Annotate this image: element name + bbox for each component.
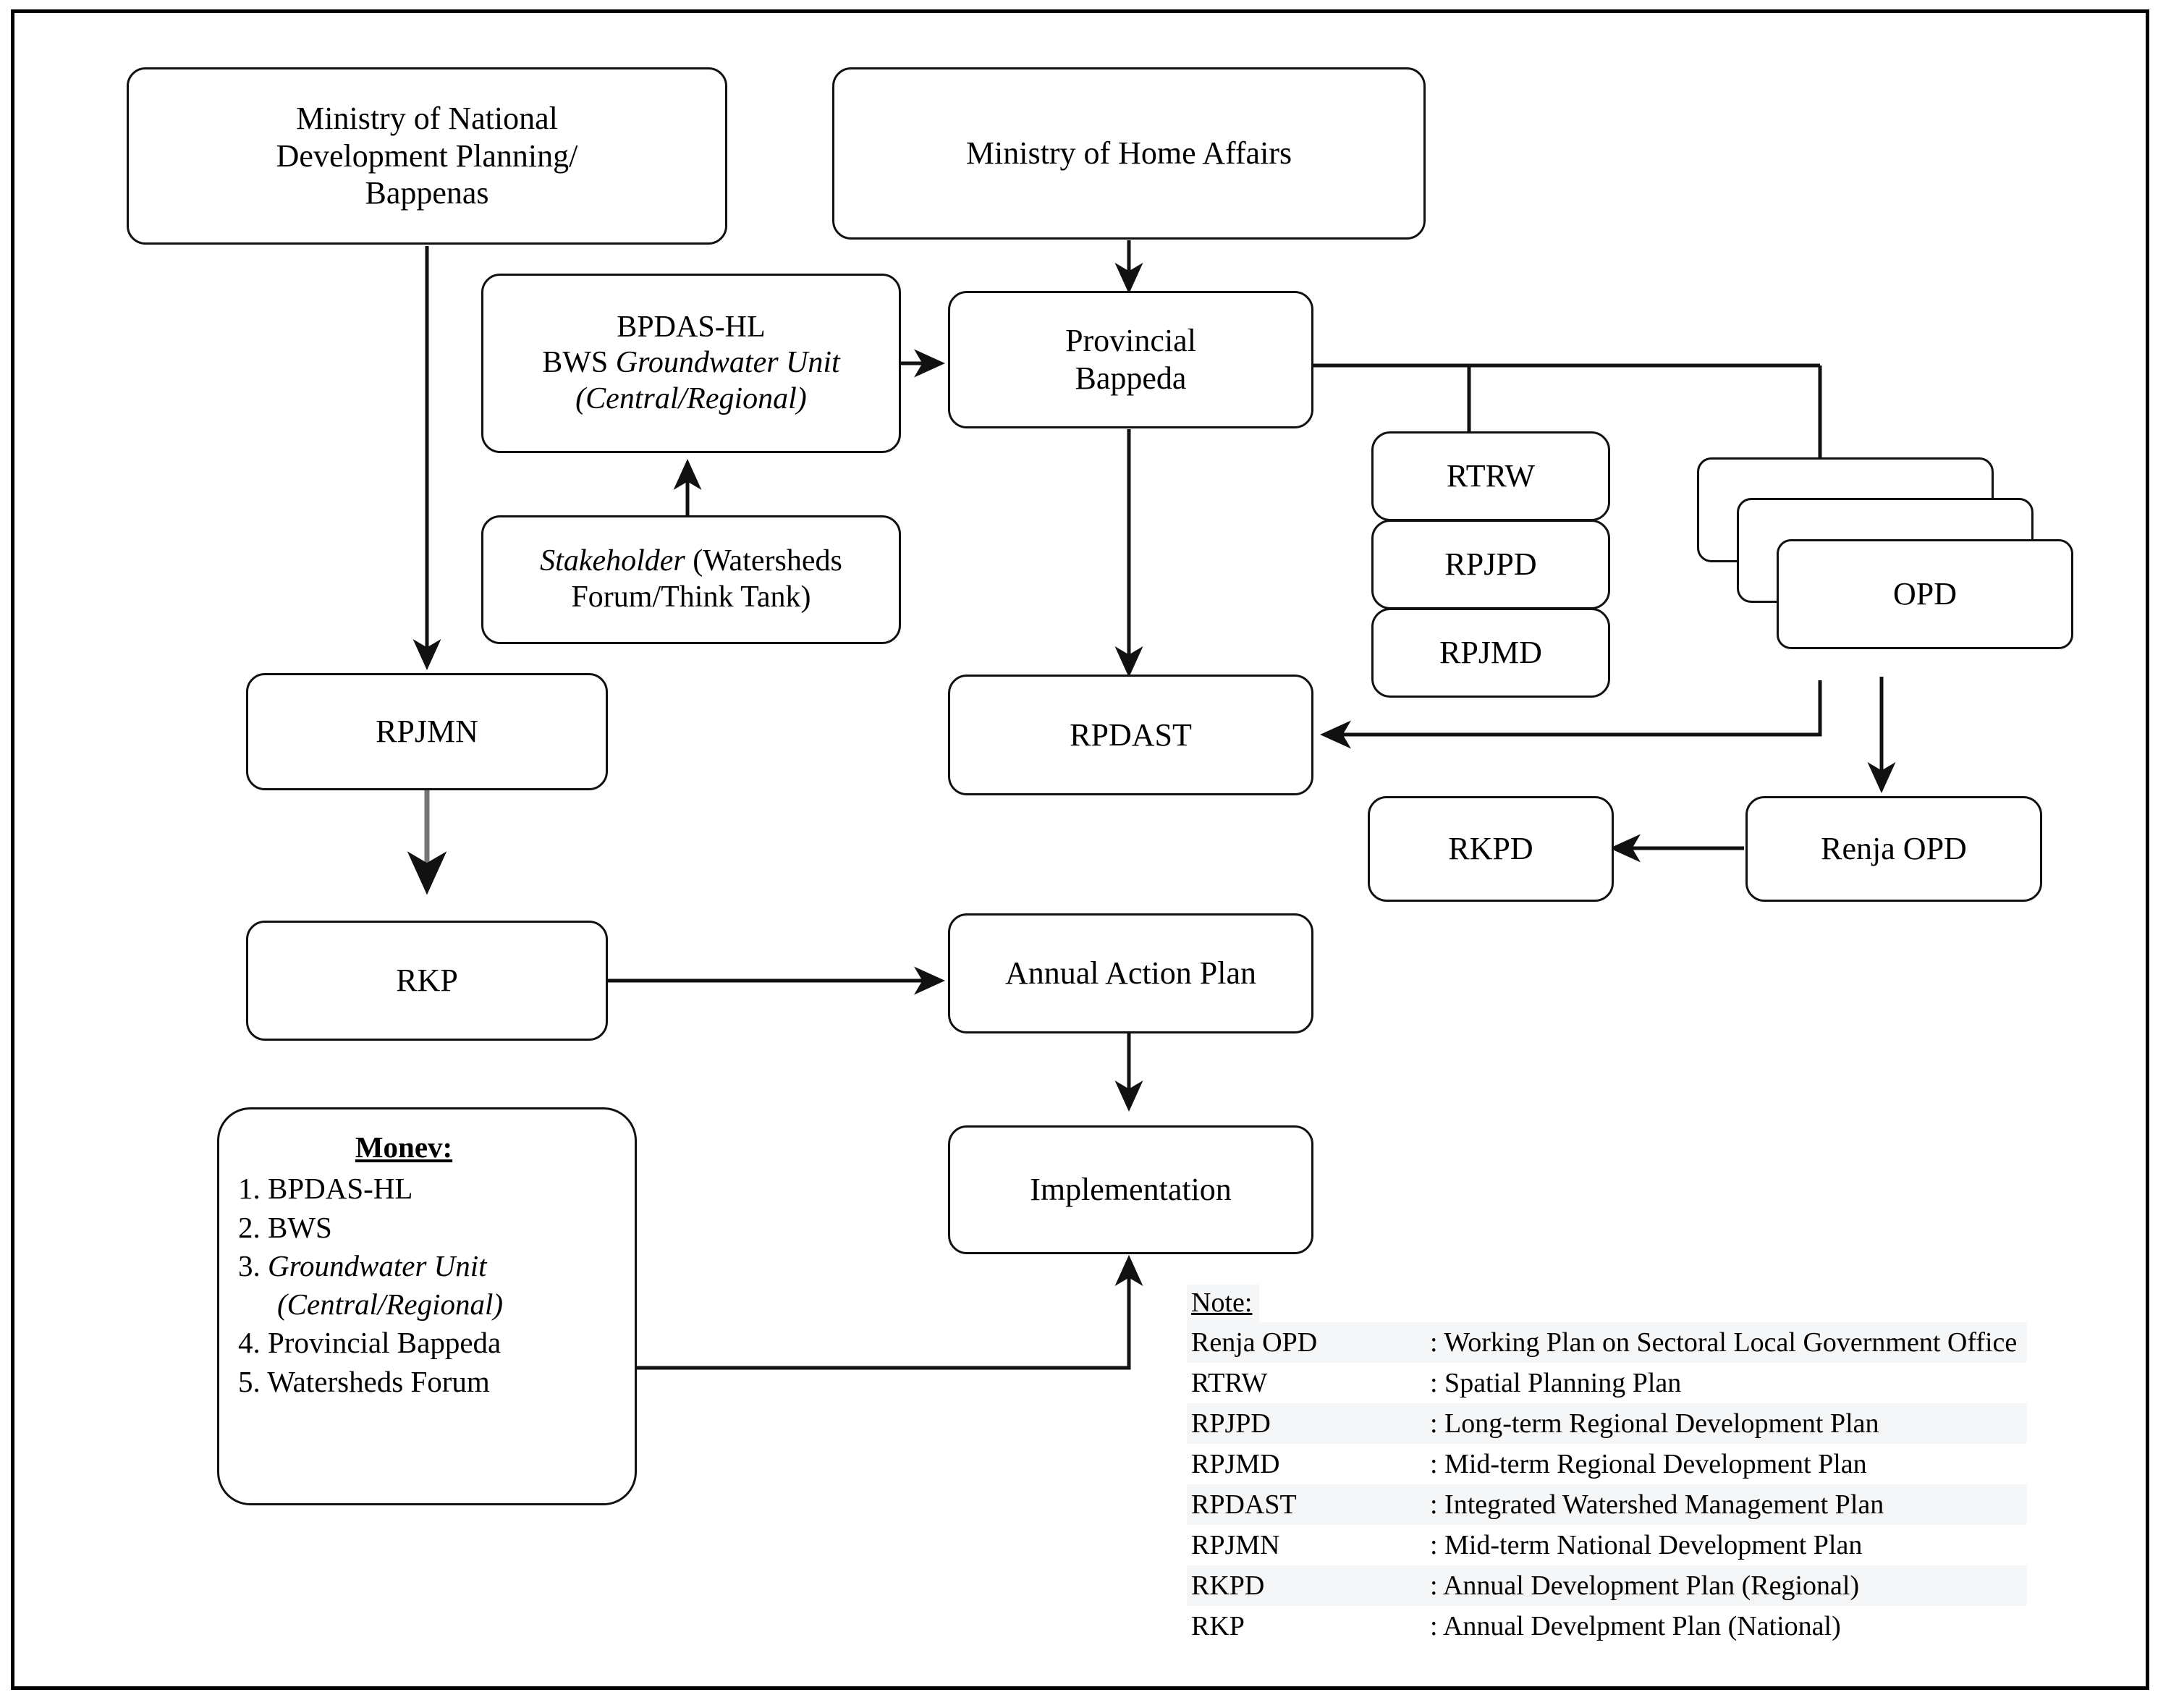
- note-row: RKPD: Annual Development Plan (Regional): [1187, 1565, 2028, 1606]
- node-label-group: Stakeholder (Watersheds Forum/Think Tank…: [533, 544, 850, 615]
- note-row: RPJMN : Mid-term National Development Pla…: [1187, 1525, 2027, 1565]
- note-definition: : Long-term Regional Development Plan: [1430, 1403, 2028, 1444]
- monev-item-label: Groundwater Unit: [268, 1248, 487, 1282]
- stakeholder-rest: (Watersheds: [685, 544, 842, 578]
- note-row: RPJPD: Long-term Regional Development Pl…: [1187, 1403, 2028, 1444]
- node-rpjpd[interactable]: RPJPD: [1371, 520, 1610, 609]
- node-label: RKP: [396, 963, 458, 999]
- note-row: Renja OPD: Working Plan on Sectoral Loca…: [1187, 1322, 2028, 1363]
- monev-item: 4. Provincial Bappeda: [238, 1324, 635, 1362]
- bpdas-line-2: BWS Groundwater Unit: [542, 345, 839, 381]
- node-renja-opd[interactable]: Renja OPD: [1745, 796, 2042, 902]
- note-definition: : Annual Develpment Plan (National): [1430, 1611, 1841, 1641]
- note-term: RKP: [1191, 1611, 1245, 1641]
- monev-item-number: 4.: [238, 1326, 268, 1360]
- node-rtrw[interactable]: RTRW: [1371, 431, 1610, 521]
- node-label: OPD: [1892, 576, 1958, 612]
- note-row: RKP : Annual Develpment Plan (National): [1187, 1606, 2027, 1646]
- node-label: Ministry of National Development Plannin…: [276, 100, 578, 211]
- bpdas-bws-text: BWS: [542, 346, 616, 380]
- note-term: RPJMN: [1191, 1530, 1280, 1560]
- bpdas-groundwater-unit-text: Groundwater Unit: [615, 346, 840, 380]
- bpdas-line-1: BPDAS-HL: [617, 310, 766, 344]
- node-label: RPJMD: [1439, 635, 1542, 671]
- node-label: RPDAST: [1070, 716, 1192, 753]
- node-rkpd[interactable]: RKPD: [1368, 796, 1614, 902]
- note-definition: : Annual Development Plan (Regional): [1430, 1565, 2028, 1606]
- note-definition: : Integrated Watershed Management Plan: [1430, 1484, 2028, 1525]
- node-rkp[interactable]: RKP: [246, 921, 608, 1041]
- monev-header: Monev:: [355, 1130, 453, 1164]
- note-definition: : Working Plan on Sectoral Local Governm…: [1430, 1322, 2028, 1363]
- monev-item: 5. Watersheds Forum: [238, 1363, 635, 1401]
- node-ministry-home-affairs[interactable]: Ministry of Home Affairs: [832, 67, 1426, 240]
- monev-item-label: Watersheds Forum: [267, 1364, 490, 1398]
- note-definition: : Mid-term Regional Development Plan: [1430, 1449, 1867, 1479]
- node-label: Provincial Bappeda: [1065, 323, 1196, 396]
- node-annual-action-plan[interactable]: Annual Action Plan: [948, 913, 1313, 1033]
- node-implementation[interactable]: Implementation: [948, 1125, 1313, 1254]
- node-label: Ministry of Home Affairs: [965, 135, 1292, 172]
- node-rpjmn[interactable]: RPJMN: [246, 673, 608, 790]
- note-row: RPDAST: Integrated Watershed Management …: [1187, 1484, 2028, 1525]
- monev-item: 2. BWS: [238, 1209, 635, 1247]
- node-ministry-national-development-planning[interactable]: Ministry of National Development Plannin…: [127, 67, 727, 245]
- node-label: RTRW: [1446, 458, 1536, 494]
- node-opd[interactable]: OPD: [1777, 539, 2073, 649]
- note-header: Note:: [1187, 1285, 1260, 1322]
- note-definition: : Spatial Planning Plan: [1430, 1368, 1682, 1398]
- node-label: Implementation: [1030, 1172, 1232, 1208]
- node-label-group: BPDAS-HL BWS Groundwater Unit (Central/R…: [535, 310, 847, 418]
- node-stakeholder-watersheds-forum[interactable]: Stakeholder (Watersheds Forum/Think Tank…: [481, 515, 901, 644]
- bpdas-line-3: (Central/Regional): [575, 381, 807, 415]
- note-term: RPDAST: [1187, 1484, 1430, 1525]
- node-label: RPJPD: [1444, 546, 1537, 583]
- monev-item-label: BPDAS-HL: [268, 1172, 413, 1206]
- note-row: RTRW : Spatial Planning Plan: [1187, 1363, 2027, 1403]
- monev-item-label: BWS: [268, 1210, 332, 1244]
- node-bpdas-hl[interactable]: BPDAS-HL BWS Groundwater Unit (Central/R…: [481, 274, 901, 453]
- note-term: RTRW: [1191, 1368, 1268, 1398]
- monev-item-number: 1.: [238, 1172, 268, 1206]
- node-rpdast[interactable]: RPDAST: [948, 675, 1313, 795]
- note-legend: Note: Renja OPD: Working Plan on Sectora…: [1187, 1285, 2142, 1646]
- stakeholder-word: Stakeholder: [540, 544, 685, 578]
- stakeholder-line-1: Stakeholder (Watersheds: [540, 544, 842, 580]
- note-table: Renja OPD: Working Plan on Sectoral Loca…: [1187, 1322, 2028, 1646]
- monev-item: 3. Groundwater Unit (Central/Regional): [238, 1247, 635, 1324]
- note-definition: : Mid-term National Development Plan: [1430, 1530, 1863, 1560]
- note-term: Renja OPD: [1187, 1322, 1430, 1363]
- diagram-outer-border: [11, 9, 2149, 1690]
- monev-item-sublabel: (Central/Regional): [277, 1288, 504, 1322]
- node-label: Annual Action Plan: [1004, 955, 1257, 992]
- monev-item: 1. BPDAS-HL: [238, 1170, 635, 1208]
- monev-item-label: Provincial Bappeda: [268, 1326, 502, 1360]
- monev-item-number: 2.: [238, 1210, 268, 1244]
- monev-item-number: 5.: [238, 1364, 268, 1398]
- note-term: RPJPD: [1187, 1403, 1430, 1444]
- node-provincial-bappeda[interactable]: Provincial Bappeda: [948, 291, 1313, 428]
- node-label: RPJMN: [376, 714, 478, 750]
- node-label: Renja OPD: [1821, 831, 1967, 867]
- note-term: RKPD: [1187, 1565, 1430, 1606]
- monev-item-number: 3.: [238, 1248, 268, 1282]
- node-rpjmd[interactable]: RPJMD: [1371, 608, 1610, 698]
- note-term: RPJMD: [1191, 1449, 1280, 1479]
- stakeholder-line-2: Forum/Think Tank): [571, 580, 811, 614]
- note-row: RPJMD : Mid-term Regional Development Pla…: [1187, 1444, 2027, 1484]
- node-label: RKPD: [1448, 831, 1533, 867]
